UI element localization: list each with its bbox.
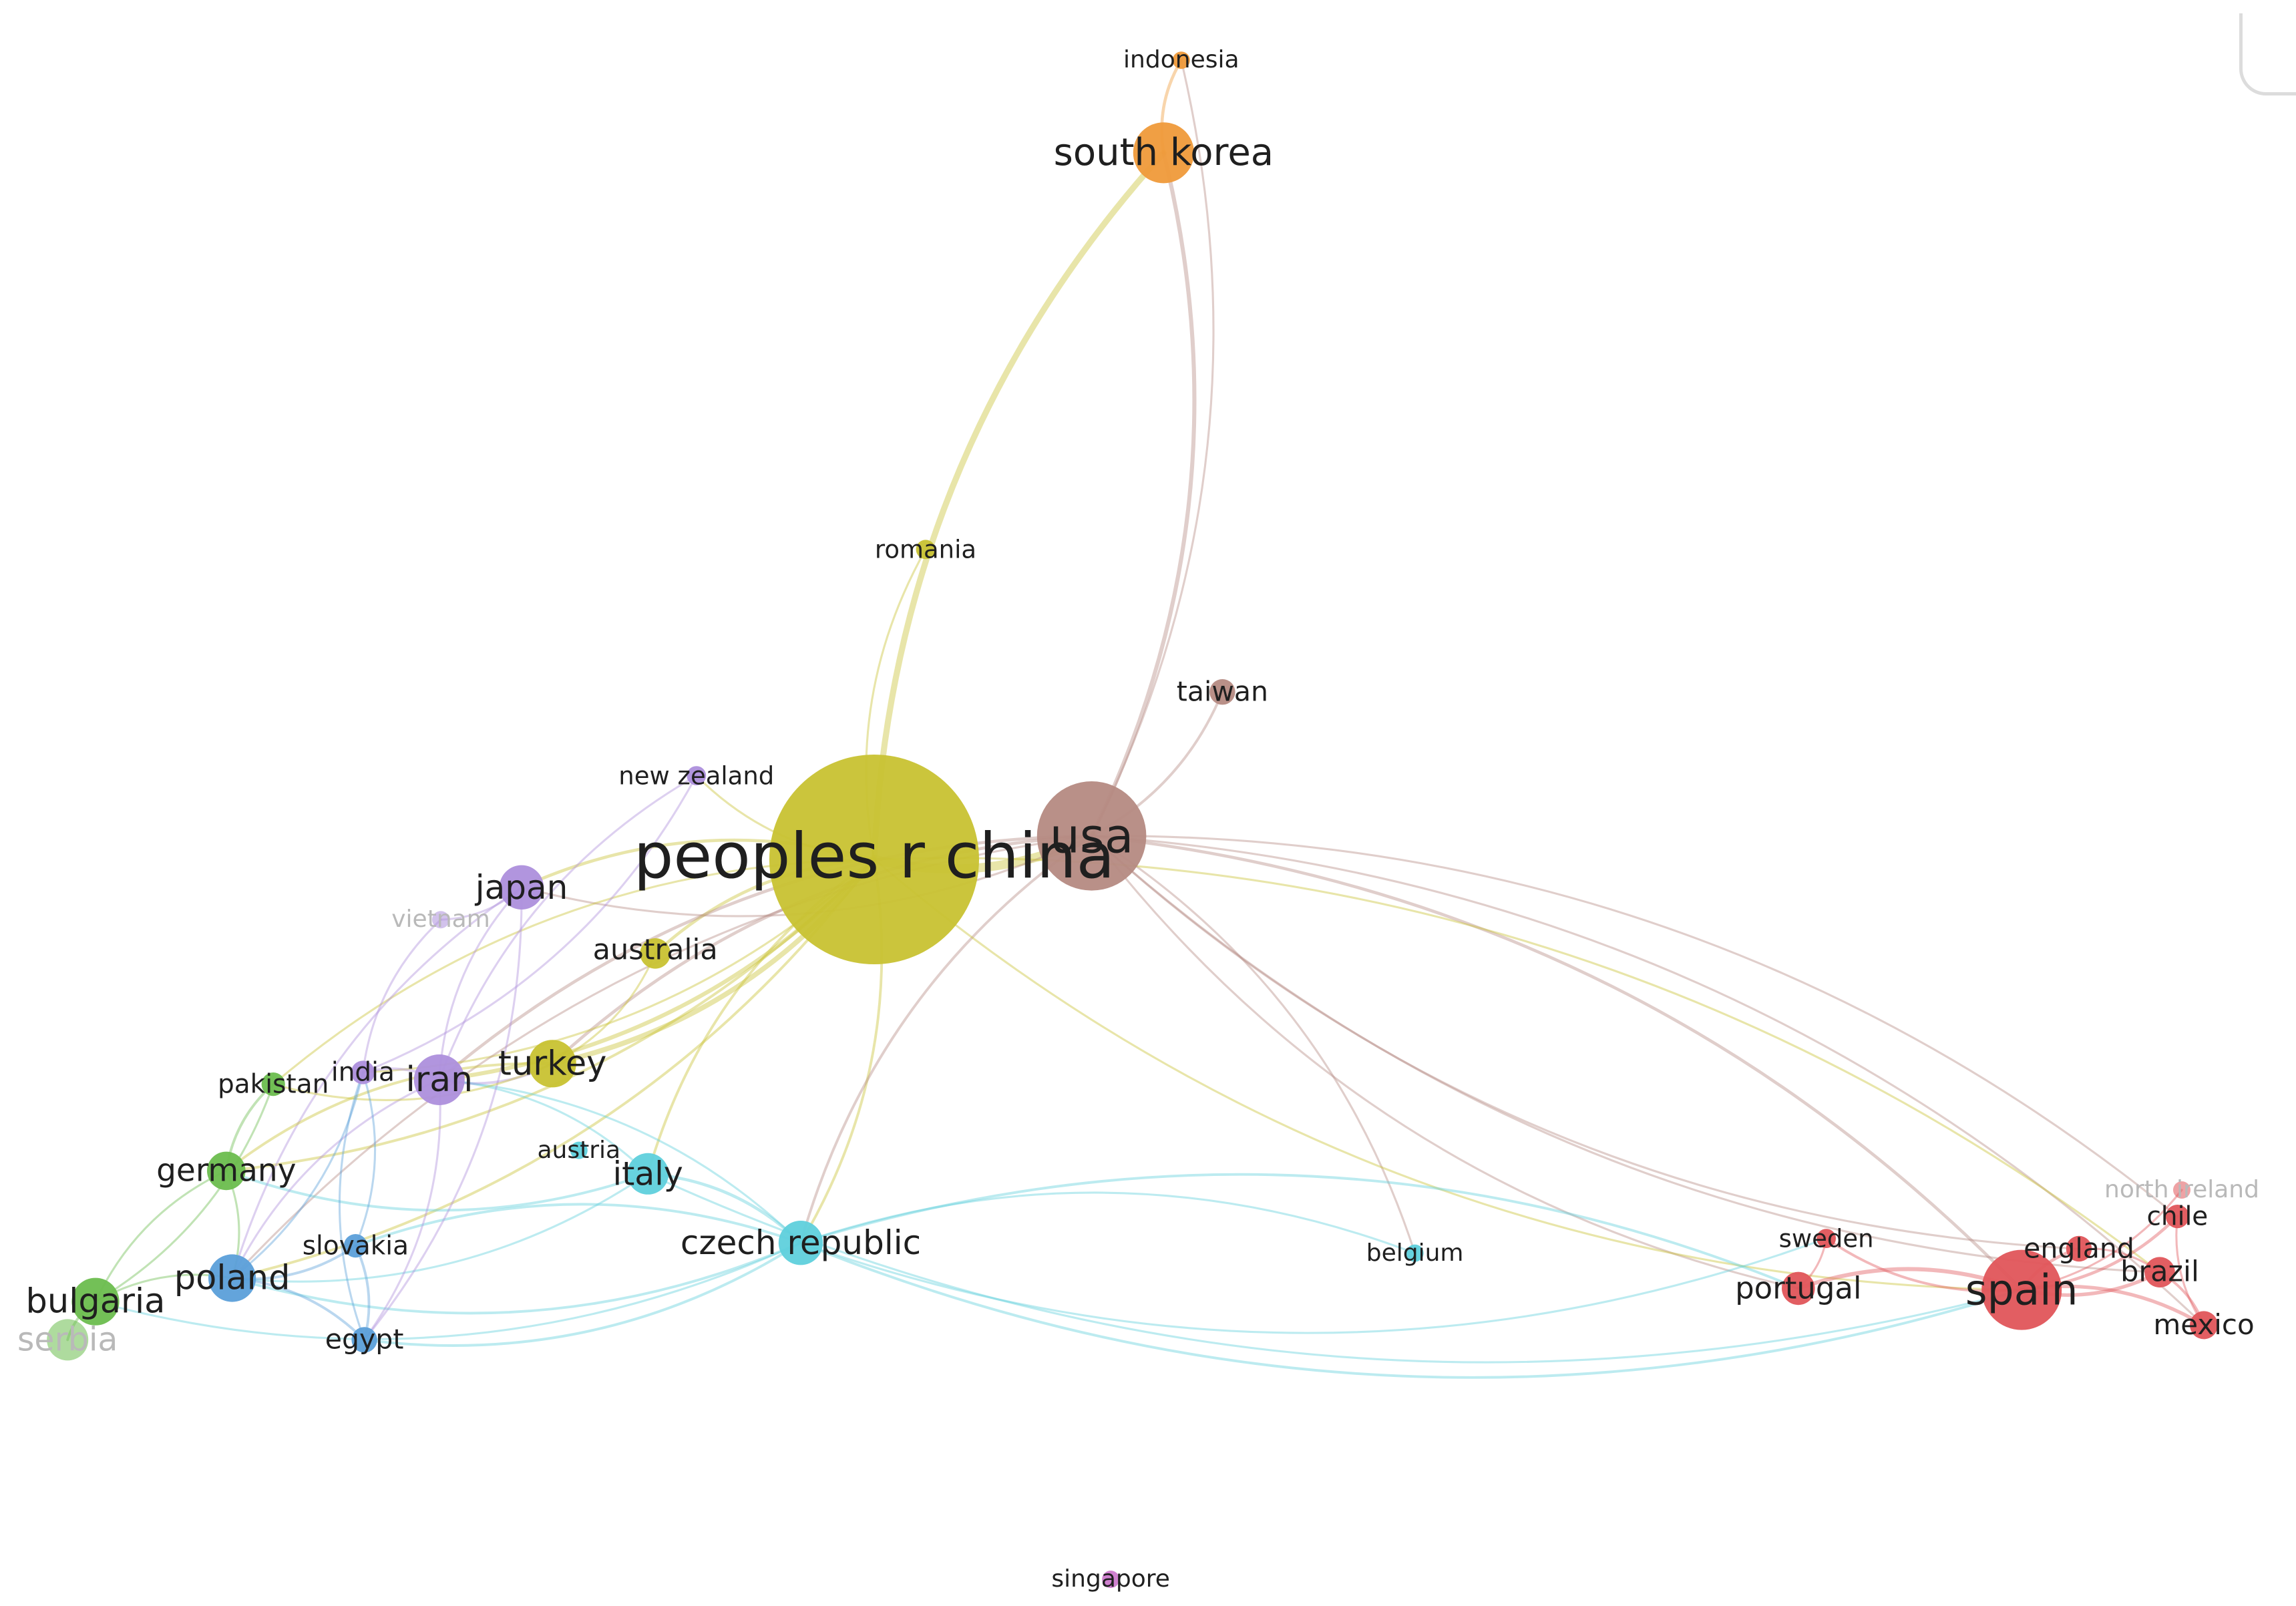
link-poland-india xyxy=(231,1071,364,1279)
link-vietnam-india xyxy=(361,918,442,1074)
link-pakistan-bulgaria xyxy=(94,1083,274,1303)
node-bulgaria[interactable] xyxy=(71,1277,120,1326)
node-australia[interactable] xyxy=(640,938,671,969)
node-spain[interactable] xyxy=(1981,1249,2062,1330)
node-romania[interactable] xyxy=(916,540,936,560)
link-italy-poland xyxy=(231,1173,649,1283)
link-usa-spain xyxy=(1090,834,2024,1291)
link-usa-portugal xyxy=(1091,835,1800,1289)
link-czech-republic-iran xyxy=(438,1078,802,1244)
link-iran-poland xyxy=(231,1078,441,1279)
node-vietnam[interactable] xyxy=(432,911,449,929)
node-italy[interactable] xyxy=(627,1153,669,1195)
link-czech-republic-slovakia xyxy=(354,1203,802,1247)
link-czech-republic-italy xyxy=(646,1172,803,1245)
link-usa-iran xyxy=(437,834,1093,1082)
link-iran-japan xyxy=(438,886,523,1081)
link-usa-czech-republic xyxy=(799,834,1093,1245)
node-chile[interactable] xyxy=(2165,1205,2189,1229)
node-north-ireland[interactable] xyxy=(2173,1181,2190,1199)
link-layer xyxy=(66,58,2206,1379)
link-peoples-r-china-south-korea xyxy=(871,150,1167,863)
link-egypt-india xyxy=(338,1071,366,1341)
node-austria[interactable] xyxy=(570,1141,588,1159)
link-usa-indonesia xyxy=(1091,59,1215,837)
link-japan-egypt xyxy=(363,886,523,1341)
link-usa-belgium xyxy=(1091,835,1416,1255)
link-new-zealand-iran xyxy=(438,775,698,1081)
node-sweden[interactable] xyxy=(1816,1229,1837,1248)
link-italy-germany xyxy=(224,1169,650,1212)
link-usa-mexico xyxy=(1091,835,2205,1326)
link-czech-republic-egypt xyxy=(363,1241,802,1347)
node-taiwan[interactable] xyxy=(1209,678,1235,705)
link-czech-republic-spain xyxy=(799,1241,2024,1379)
link-japan-poland xyxy=(231,886,523,1279)
link-turkey-pakistan xyxy=(272,1062,554,1101)
corner-bracket-icon xyxy=(2239,13,2296,95)
link-usa-england xyxy=(1091,835,2080,1250)
node-portugal[interactable] xyxy=(1782,1271,1815,1306)
link-peoples-r-china-germany xyxy=(224,858,876,1173)
node-peoples-r-china[interactable] xyxy=(769,755,979,964)
link-peoples-r-china-spain xyxy=(873,858,2023,1291)
link-slovakia-egypt xyxy=(354,1244,371,1342)
node-japan[interactable] xyxy=(499,865,544,910)
link-slovakia-india xyxy=(354,1071,377,1247)
node-poland[interactable] xyxy=(208,1254,256,1302)
link-czech-republic-bulgaria xyxy=(94,1241,802,1340)
link-turkey-germany xyxy=(224,1062,554,1173)
node-serbia[interactable] xyxy=(47,1319,89,1361)
node-south-korea[interactable] xyxy=(1133,122,1194,184)
node-india[interactable] xyxy=(351,1060,375,1084)
node-egypt[interactable] xyxy=(351,1327,377,1353)
node-usa[interactable] xyxy=(1036,781,1147,891)
node-pakistan[interactable] xyxy=(261,1072,285,1096)
link-czech-republic-belgium xyxy=(799,1191,1416,1255)
link-usa-brazil xyxy=(1091,835,2161,1273)
node-slovakia[interactable] xyxy=(343,1234,368,1258)
link-chile-mexico xyxy=(2175,1215,2205,1326)
node-brazil[interactable] xyxy=(2144,1257,2175,1287)
link-new-zealand-india xyxy=(361,775,698,1074)
node-layer xyxy=(47,51,2218,1588)
node-iran[interactable] xyxy=(413,1054,465,1105)
link-czech-republic-sweden xyxy=(799,1237,1828,1334)
node-turkey[interactable] xyxy=(528,1040,576,1088)
link-iran-egypt xyxy=(363,1078,441,1341)
node-singapore[interactable] xyxy=(1102,1571,1120,1588)
link-peoples-r-china-brazil xyxy=(873,857,2161,1273)
link-czech-republic-poland xyxy=(230,1241,802,1315)
node-germany[interactable] xyxy=(207,1151,246,1191)
node-mexico[interactable] xyxy=(2190,1311,2218,1340)
link-italy-iran xyxy=(438,1078,649,1175)
link-czech-republic-portugal xyxy=(799,1173,1800,1290)
node-new-zealand[interactable] xyxy=(687,766,707,785)
link-germany-bulgaria xyxy=(94,1169,228,1303)
node-belgium[interactable] xyxy=(1406,1244,1424,1262)
link-usa-south-korea xyxy=(1089,150,1197,838)
node-czech-republic[interactable] xyxy=(778,1221,823,1265)
link-italy-spain xyxy=(646,1173,2023,1364)
node-england[interactable] xyxy=(2066,1235,2092,1262)
link-usa-chile xyxy=(1091,835,2178,1218)
node-indonesia[interactable] xyxy=(1172,51,1190,69)
